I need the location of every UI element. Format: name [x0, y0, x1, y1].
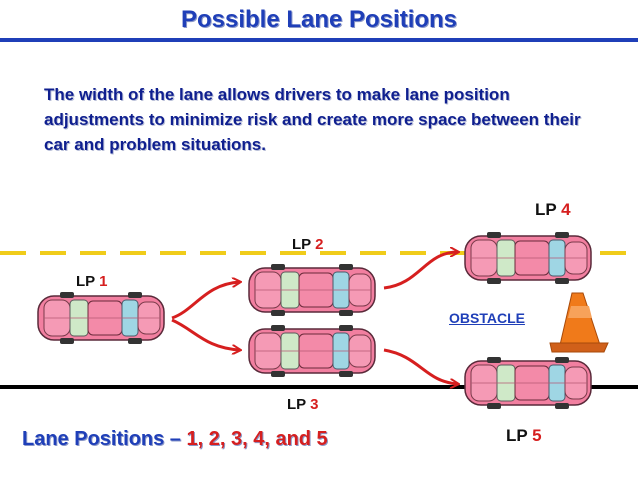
curved-arrow-icon	[383, 252, 458, 290]
obstacle-label: OBSTACLE	[449, 310, 525, 326]
car-icon	[37, 291, 165, 345]
lane-position-label-3: LP 3	[287, 396, 319, 413]
lane-position-label-5: LP 5	[506, 426, 542, 445]
slide-title: Possible Lane Positions	[180, 6, 458, 33]
car-icon	[248, 263, 376, 317]
car-icon	[464, 231, 592, 285]
curved-arrow-icon	[171, 318, 240, 350]
curved-arrow-icon	[383, 348, 458, 384]
title-rule	[0, 38, 638, 42]
car-icon	[464, 356, 592, 410]
car-icon	[248, 324, 376, 378]
lane-position-label-1: LP 1	[76, 273, 108, 290]
curved-arrow-icon	[171, 282, 240, 320]
footer-numbers: 1, 2, 3, 4, and 5	[186, 428, 328, 450]
lane-position-label-4: LP 4	[535, 200, 571, 219]
slide-body-text: The width of the lane allows drivers to …	[44, 85, 581, 154]
lane-position-label-2: LP 2	[292, 236, 324, 253]
traffic-cone-icon	[549, 292, 609, 353]
footer-prefix: Lane Positions –	[22, 428, 181, 450]
footer-summary: Lane Positions – 1, 2, 3, 4, and 5	[22, 428, 328, 451]
